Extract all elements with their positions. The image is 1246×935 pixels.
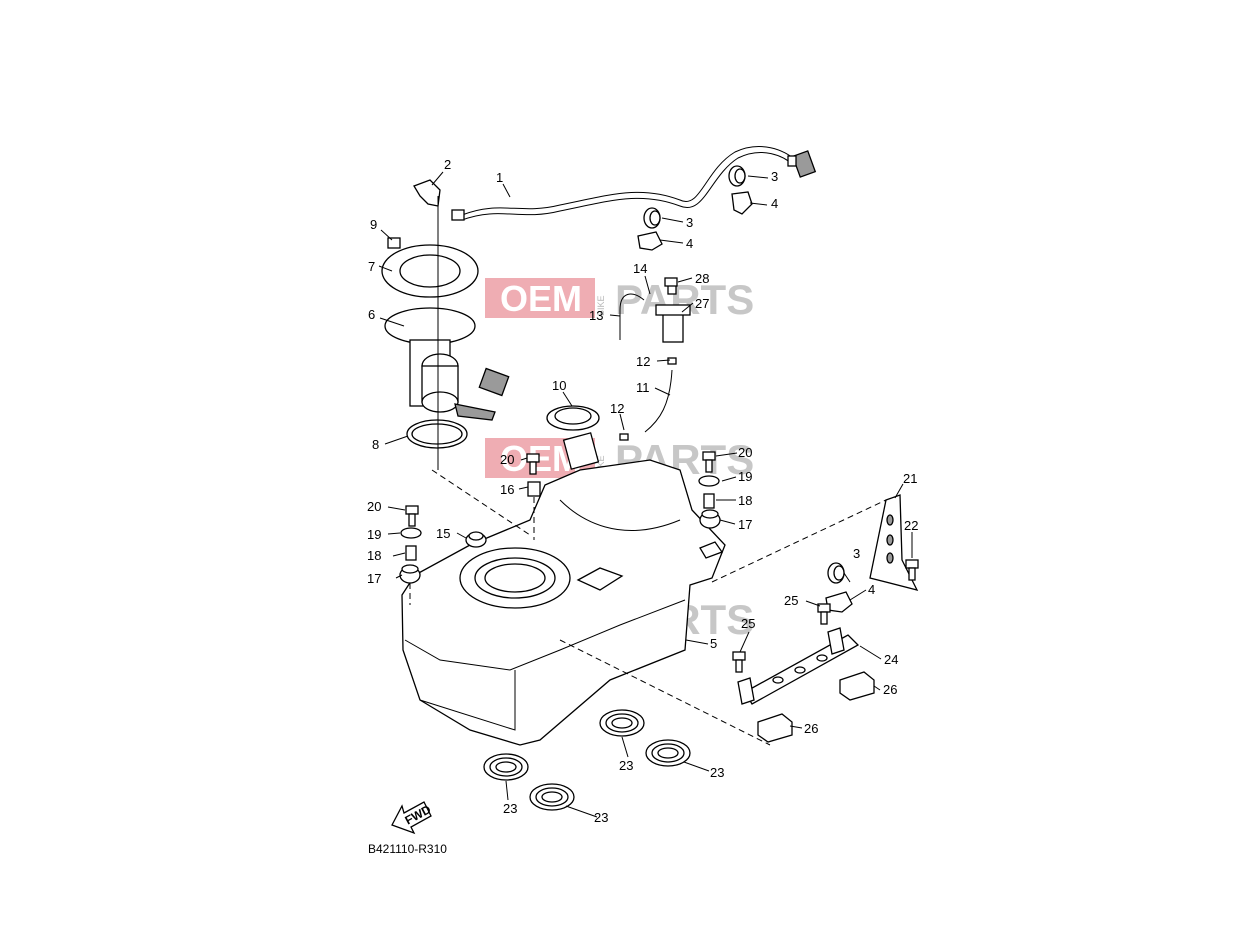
part-washer-19 [400,475,720,539]
part-fuel-tank [401,432,726,746]
part-gasket [406,419,468,449]
callout-4b: 4 [686,236,693,251]
svg-text:PARTS: PARTS [615,276,754,323]
callout-3c: 3 [853,546,860,561]
callout-numbers: 1 2 3 3 3 4 4 4 5 6 7 8 9 10 11 12 12 13… [367,157,918,825]
part-damper-26 [757,671,875,743]
callout-7: 7 [368,259,375,274]
part-grommet-15 [465,531,487,548]
callout-22: 22 [904,518,918,533]
callout-23c: 23 [619,758,633,773]
callout-18: 18 [367,548,381,563]
callout-16: 16 [500,482,514,497]
callout-25: 25 [784,593,798,608]
callout-14: 14 [633,261,647,276]
callout-24: 24 [884,652,898,667]
callout-2: 2 [444,157,451,172]
callout-28: 28 [695,271,709,286]
assembly-lines [409,469,887,746]
part-fuel-pump [384,307,510,421]
part-collar-16 [527,481,541,497]
callout-21: 21 [903,471,917,486]
part-fuel-hose-line [451,146,817,221]
part-bracket-21 [869,494,919,591]
part-clamp-12 [619,433,629,441]
callout-12b: 12 [610,401,624,416]
callout-4: 4 [771,196,778,211]
callout-27: 27 [695,296,709,311]
callout-17: 17 [367,571,381,586]
part-bolt-22 [905,559,919,581]
part-bolt-20 [405,451,716,527]
callout-20c: 20 [500,452,514,467]
callout-8: 8 [372,437,379,452]
part-clamp-12b [667,357,677,365]
callout-19b: 19 [738,469,752,484]
svg-text:OEM: OEM [500,278,582,319]
fwd-arrow-icon: FWD [391,801,434,835]
part-damper-17 [399,509,721,584]
callout-23d: 23 [710,765,724,780]
callout-23b: 23 [594,810,608,825]
watermark-1: OEM BIKE PARTS [485,276,754,323]
part-pad-23 [483,709,691,811]
part-fuel-cap [546,405,600,431]
callout-19: 19 [367,527,381,542]
callout-20: 20 [367,499,381,514]
part-collar-18 [405,493,715,561]
callout-26b: 26 [883,682,897,697]
diagram-code: B421110-R310 [368,842,447,856]
callout-9: 9 [370,217,377,232]
part-hose-13 [619,293,645,340]
callout-5: 5 [710,636,717,651]
callout-17b: 17 [738,517,752,532]
part-grommet [643,165,845,584]
callout-3: 3 [771,169,778,184]
callout-25b: 25 [741,616,755,631]
svg-text:BIKE: BIKE [596,295,606,316]
part-set-plate [381,244,479,298]
callout-1: 1 [496,170,503,185]
part-bracket-24 [737,627,860,705]
svg-text:BIKE: BIKE [596,455,606,476]
callout-18b: 18 [738,493,752,508]
callout-12: 12 [636,354,650,369]
callout-10: 10 [552,378,566,393]
callout-4c: 4 [868,582,875,597]
callout-23: 23 [503,801,517,816]
callout-20b: 20 [738,445,752,460]
callout-26: 26 [804,721,818,736]
part-valve [655,281,691,343]
callout-3b: 3 [686,215,693,230]
part-clip [413,179,441,207]
part-hose-11 [644,369,673,433]
part-holder [637,191,853,613]
part-bolt-9 [387,237,401,249]
callout-6: 6 [368,307,375,322]
callout-leaders [378,171,913,818]
part-bolt-28 [664,277,678,287]
callout-13: 13 [589,308,603,323]
callout-15: 15 [436,526,450,541]
part-bolt-25 [732,603,831,673]
callout-11: 11 [636,380,650,395]
